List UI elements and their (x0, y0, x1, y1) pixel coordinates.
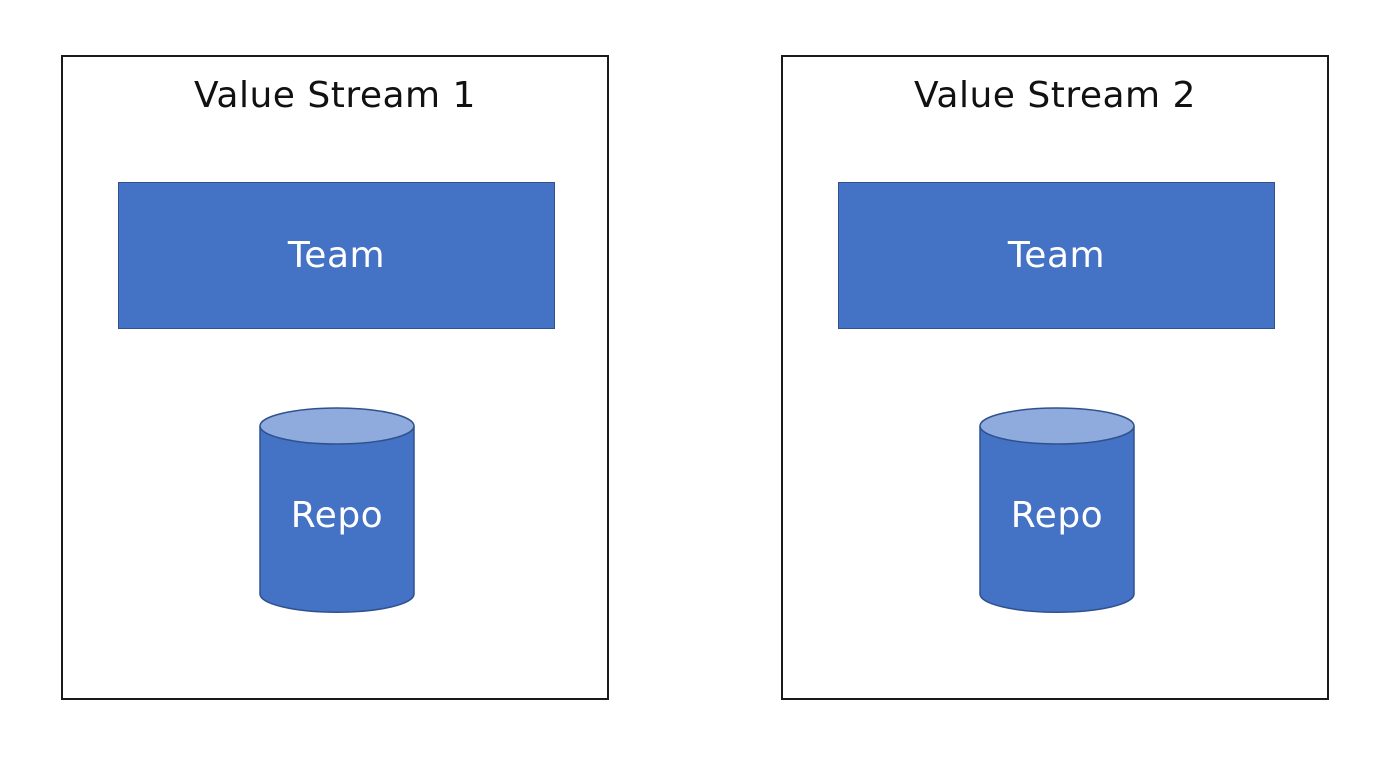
team-2-label: Team (1007, 235, 1106, 276)
repo-1-cylinder-shape (259, 407, 415, 613)
team-1-box: Team (118, 182, 555, 329)
team-1-label: Team (287, 235, 386, 276)
repo-2-label: Repo (1010, 495, 1104, 536)
team-2-box: Team (838, 182, 1275, 329)
value-stream-1-container: Value Stream 1 Team Repo (61, 55, 609, 700)
value-stream-1-title: Value Stream 1 (194, 75, 476, 116)
repo-1-cylinder: Repo (259, 407, 415, 613)
repo-2-cylinder: Repo (979, 407, 1135, 613)
repo-1-label: Repo (290, 495, 384, 536)
value-stream-2-title: Value Stream 2 (914, 75, 1196, 116)
value-stream-2-container: Value Stream 2 Team Repo (781, 55, 1329, 700)
repo-2-cylinder-shape (979, 407, 1135, 613)
